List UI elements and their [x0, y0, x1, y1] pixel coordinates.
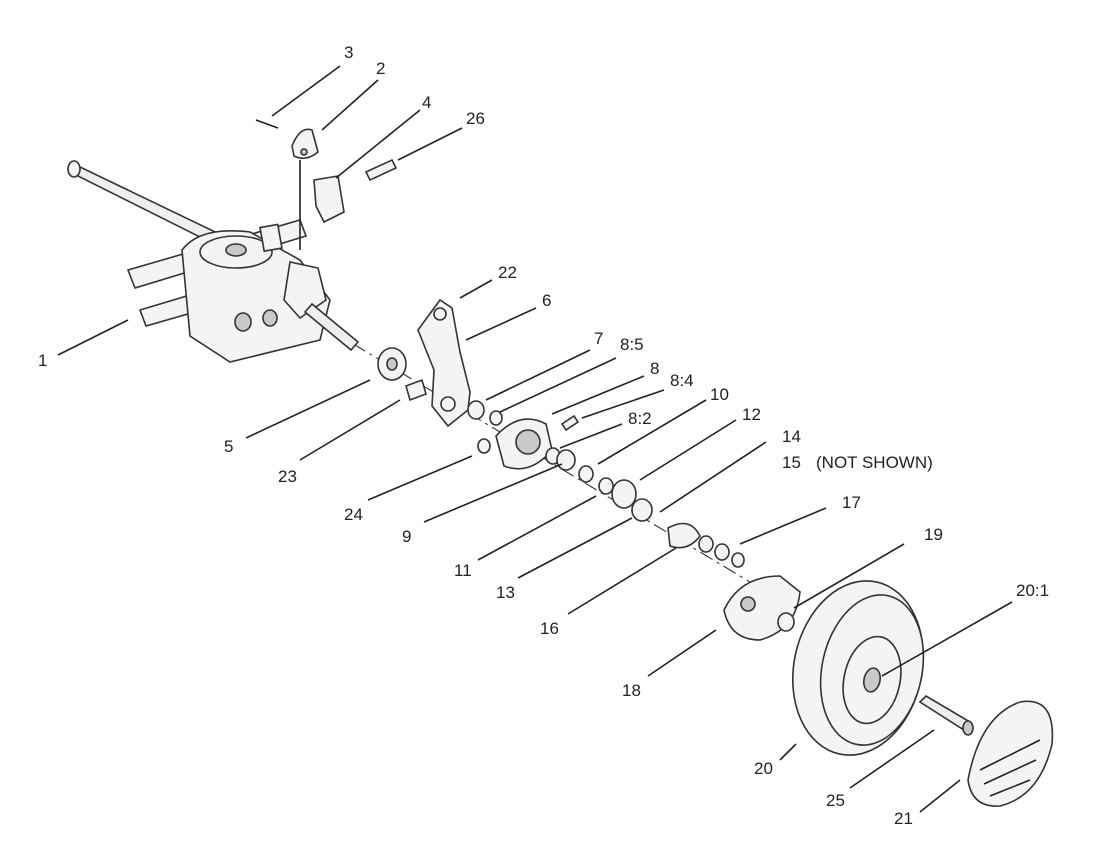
- callout-12: 12: [742, 405, 761, 424]
- callout-17: 17: [842, 493, 861, 512]
- wheel-gear-housing: [723, 575, 801, 641]
- callout-25: 25: [826, 791, 845, 810]
- not-shown-note: (NOT SHOWN): [816, 453, 933, 472]
- callout-8-5: 8:5: [620, 335, 644, 354]
- callout-24: 24: [344, 505, 363, 524]
- callout-4: 4: [422, 93, 431, 112]
- transmission-assembly: [67, 160, 360, 363]
- wheel: [791, 580, 925, 756]
- callout-20-1: 20:1: [1016, 581, 1049, 600]
- callout-20: 20: [754, 759, 773, 778]
- callout-1: 1: [38, 351, 47, 370]
- wheel-lever-plate: [417, 298, 471, 428]
- callout-7: 7: [594, 329, 603, 348]
- callout-6: 6: [542, 291, 551, 310]
- callout-3: 3: [344, 43, 353, 62]
- callout-11: 11: [454, 561, 472, 580]
- callout-19: 19: [924, 525, 943, 544]
- callout-14: 14: [782, 427, 801, 446]
- callout-8-4: 8:4: [670, 371, 694, 390]
- wheel-bolt: [918, 694, 974, 736]
- callout-13: 13: [496, 583, 515, 602]
- bearing-and-washer-stack: [467, 400, 745, 568]
- callout-10: 10: [710, 385, 729, 404]
- hubcap: [967, 700, 1054, 807]
- callout-5: 5: [224, 437, 233, 456]
- callout-labels: 1 2 3 4 26 22 6 7 8:5 8 8:4 10 8:2 12 14…: [38, 43, 1049, 828]
- callout-22: 22: [498, 263, 517, 282]
- callout-16: 16: [540, 619, 559, 638]
- callout-9: 9: [402, 527, 411, 546]
- callout-8-2: 8:2: [628, 409, 652, 428]
- leader-lines: [57, 65, 1013, 813]
- height-adjuster-parts: [255, 119, 398, 250]
- callout-23: 23: [278, 467, 297, 486]
- assembly-centerline: [329, 329, 781, 601]
- washer-and-bolt: [377, 347, 427, 402]
- callout-18: 18: [622, 681, 641, 700]
- callout-15: 15: [782, 453, 801, 472]
- callout-2: 2: [376, 59, 385, 78]
- callout-26: 26: [466, 109, 485, 128]
- callout-8: 8: [650, 359, 659, 378]
- callout-21: 21: [894, 809, 913, 828]
